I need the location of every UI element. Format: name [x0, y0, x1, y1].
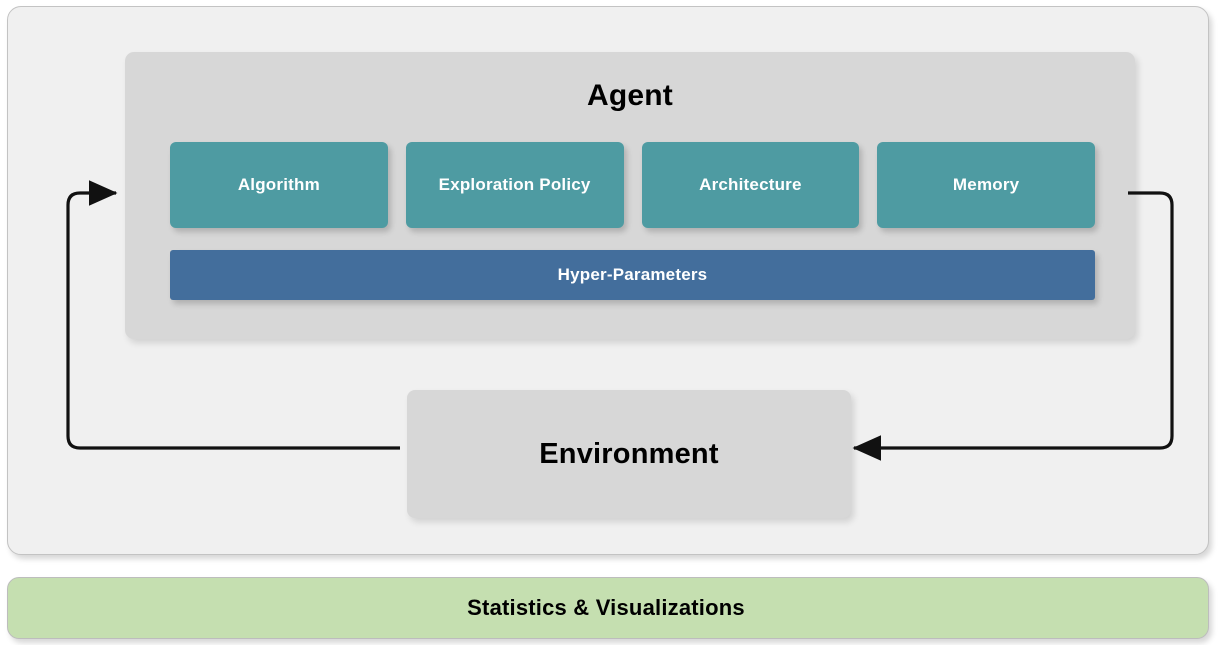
rl-loop-panel: Agent Algorithm Exploration Policy Archi…	[7, 6, 1209, 555]
statistics-visualizations-label: Statistics & Visualizations	[467, 595, 745, 620]
agent-box[interactable]: Agent Algorithm Exploration Policy Archi…	[125, 52, 1135, 339]
agent-component-exploration-policy[interactable]: Exploration Policy	[405, 142, 624, 228]
agent-component-architecture[interactable]: Architecture	[641, 142, 860, 228]
agent-component-row: Algorithm Exploration Policy Architectur…	[170, 142, 1095, 228]
agent-component-algorithm[interactable]: Algorithm	[170, 142, 388, 228]
hyper-parameters-bar[interactable]: Hyper-Parameters	[170, 250, 1095, 300]
statistics-visualizations-bar[interactable]: Statistics & Visualizations	[7, 577, 1209, 639]
agent-title: Agent	[587, 79, 673, 112]
environment-box[interactable]: Environment	[407, 390, 851, 518]
agent-component-memory[interactable]: Memory	[877, 142, 1095, 228]
